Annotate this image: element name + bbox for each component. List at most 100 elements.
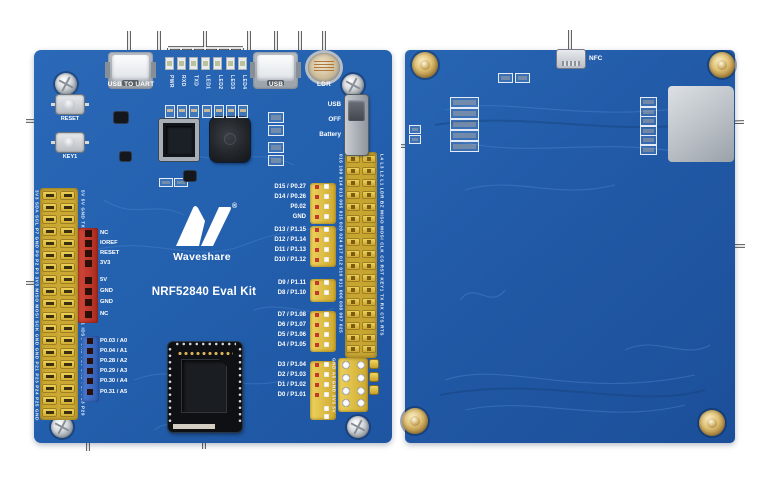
header-cell (42, 359, 57, 369)
digital-pin-label: D1 / P1.02 (277, 382, 306, 388)
digital-pin-label: D4 / P1.05 (277, 342, 306, 348)
led (225, 57, 235, 70)
pin-mark (315, 313, 319, 317)
jumper-cap (346, 155, 360, 163)
header-cell (60, 311, 75, 321)
module-gold-pads (177, 351, 233, 356)
button-pin (85, 103, 89, 106)
jumper-cap (362, 321, 376, 330)
digital-header-segment (310, 279, 336, 302)
pin-mark (315, 383, 319, 387)
jumper-cap (346, 345, 360, 354)
header-cell (42, 383, 57, 393)
castellated-pads (168, 346, 172, 424)
switch-label: Battery (319, 131, 341, 138)
pin-hole (324, 372, 329, 377)
board-front: USB TO UART USB LDR RESET KEY1 (34, 50, 392, 443)
breakout-hole (357, 399, 365, 408)
jumper-cap (346, 202, 360, 211)
silk-component (450, 119, 479, 130)
pin-mark (315, 228, 319, 232)
header-cell (60, 347, 75, 357)
jumper-cap (346, 178, 360, 187)
button-pin (51, 103, 55, 106)
nfc-connector (557, 50, 585, 68)
board-back: NFC LED4P0.16LED3P1.09LED2P0.14LED1P0.13… (402, 50, 735, 443)
jumper-cap (362, 202, 376, 211)
header-cell (60, 215, 75, 225)
header-slot (85, 250, 92, 257)
digital-pin-label: D10 / P1.12 (274, 257, 306, 263)
led-resistor-silk (165, 105, 175, 118)
rpi-silk-outer: 3V3 SDA SCL P7 GND P9 P2 P3 3V3 MISO MOS… (34, 190, 39, 421)
header-cell (42, 335, 57, 345)
led-resistor-silk (177, 105, 188, 118)
pin-mark (315, 333, 319, 337)
waveshare-logo-icon (176, 206, 231, 246)
connector-wing (250, 62, 255, 78)
power-switch-knob (348, 100, 365, 121)
header-cell (42, 407, 57, 417)
led-label: LED4 (241, 75, 248, 90)
pin-hole (324, 332, 329, 337)
power-pin-label: GND (100, 299, 113, 305)
header-cell (42, 395, 57, 405)
breakout-hole (342, 361, 350, 369)
pin-mark (315, 363, 319, 367)
silk-component (640, 135, 657, 145)
header-cell (42, 323, 57, 333)
jumper-cap (362, 333, 376, 342)
silk-component (498, 73, 513, 83)
pin-hole (324, 237, 329, 242)
tf-card-slot (668, 86, 734, 162)
switch-label: USB (327, 101, 341, 108)
key1-label: KEY1 (62, 154, 78, 160)
analog-pin-label: P0.28 / A2 (100, 358, 128, 364)
header-cell (42, 203, 57, 213)
jumper-cap (346, 297, 360, 306)
led-resistor-silk (189, 105, 200, 118)
pin-hole (324, 312, 329, 317)
arduino-power-header (78, 228, 98, 323)
silk-component (409, 135, 421, 144)
digital-pin-label: D14 / P0.26 (274, 194, 306, 200)
reset-button (51, 95, 89, 114)
led-resistor-silk (238, 105, 249, 118)
connector-wing (151, 62, 156, 78)
silk-component (174, 178, 188, 187)
pin-mark (315, 393, 319, 397)
power-breakout-block (338, 358, 368, 412)
power-pin-label: RESET (100, 250, 120, 256)
digital-pin-label: D11 / P1.13 (274, 247, 306, 253)
silk-component (450, 130, 479, 141)
connector-wing (296, 62, 301, 78)
smd-component (184, 171, 196, 181)
led (176, 57, 186, 70)
pin-hole (324, 204, 329, 209)
board-title: NRF52840 Eval Kit (151, 286, 257, 298)
pin-mark (315, 343, 319, 347)
header-cell (42, 227, 57, 237)
pin-hole (324, 342, 329, 347)
jumper-cap (346, 226, 360, 235)
analog-pin-label: P0.03 / A0 (100, 338, 128, 344)
digital-pin-label: GND (292, 214, 306, 220)
digital-pin-label: D7 / P1.08 (277, 312, 306, 318)
jumper-cap (362, 297, 376, 306)
usb-port (250, 52, 301, 89)
breakout-hole (342, 386, 350, 395)
led-label: RXD (180, 75, 187, 87)
pin-hole (324, 322, 329, 327)
digital-pin-label: D13 / P1.15 (274, 227, 306, 233)
header-cell (60, 227, 75, 237)
digital-pin-label: D9 / P1.11 (277, 280, 306, 286)
header-cell (60, 395, 75, 405)
jumper-cap (370, 373, 378, 381)
analog-pin-label: P0.04 / A1 (100, 348, 128, 354)
led (213, 57, 223, 70)
buzzer (210, 117, 250, 162)
silk-component (640, 106, 657, 117)
castellated-pads (238, 346, 242, 424)
screw (347, 416, 369, 438)
